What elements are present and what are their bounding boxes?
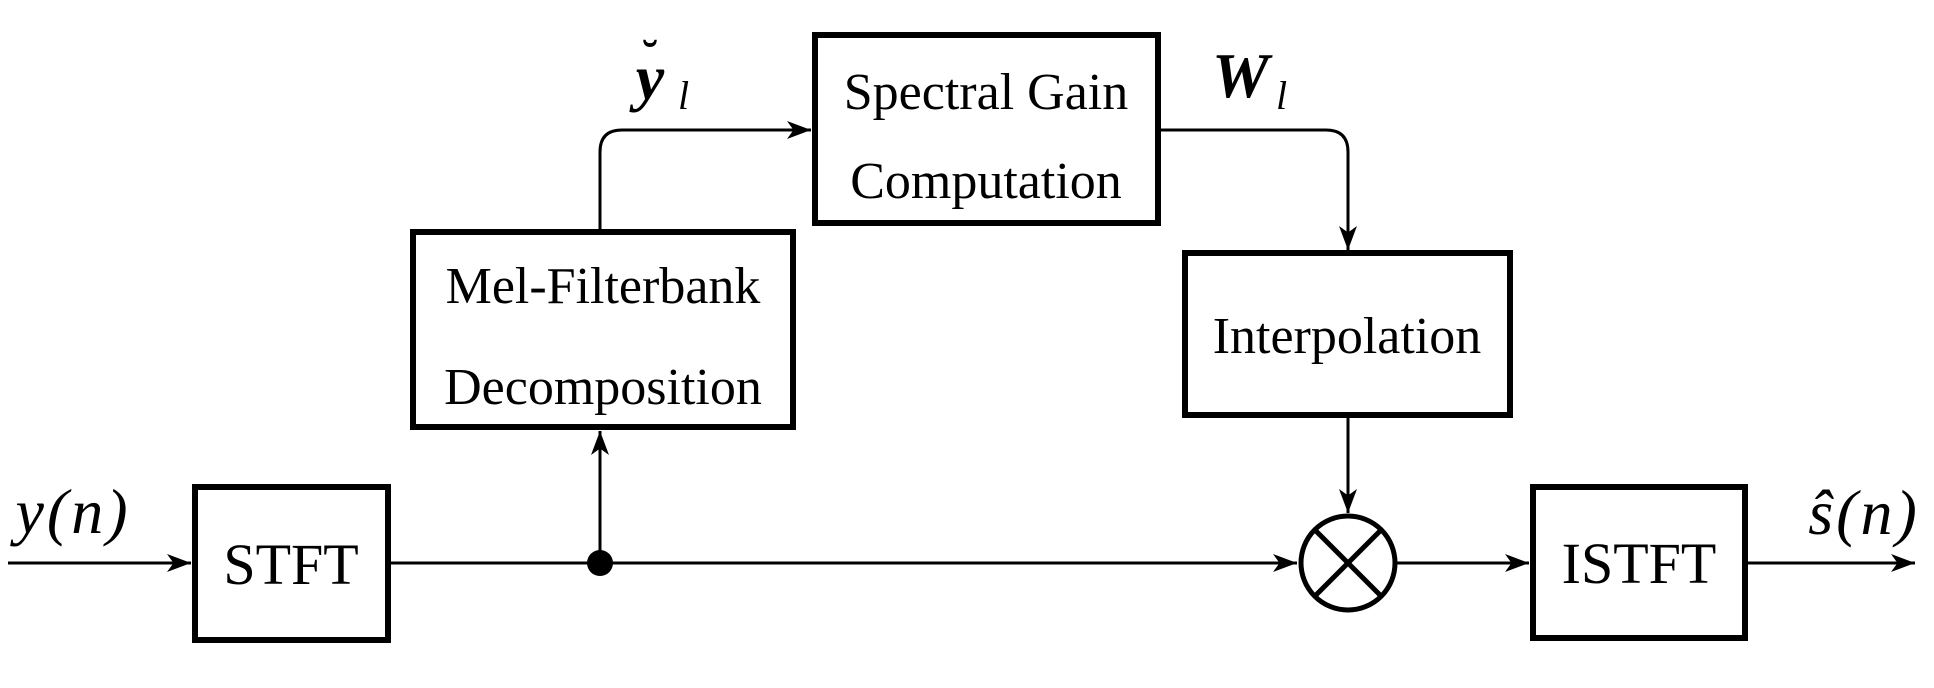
signal-label-output: ŝ(n): [1808, 477, 1920, 548]
svg-text:l: l: [1276, 73, 1287, 118]
multiplier-icon: [1298, 513, 1398, 613]
signal-label-gain-output: W l: [1212, 40, 1287, 118]
block-spectral-gain-computation: [812, 32, 1161, 226]
block-sgc-label-line2: Computation: [850, 153, 1122, 210]
block-istft: [1530, 484, 1748, 641]
svg-text:y: y: [629, 42, 665, 113]
block-interpolation: [1182, 250, 1513, 418]
block-stft: [192, 484, 391, 643]
block-mel-label-line1: Mel-Filterbank: [446, 258, 761, 315]
signal-label-mel-output: ˘ y l: [629, 31, 689, 118]
block-stft-label: STFT: [223, 532, 358, 597]
block-interpolation-label: Interpolation: [1213, 308, 1482, 365]
edge-spectral-gain-to-interpolation: [1158, 128, 1357, 250]
block-mel-label-line2: Decomposition: [444, 359, 762, 416]
signal-label-input: y(n): [9, 476, 130, 547]
svg-text:W: W: [1212, 40, 1273, 111]
block-istft-label: ISTFT: [1562, 531, 1717, 596]
junction-dot-icon: [587, 550, 613, 576]
block-mel-filterbank-decomposition: [410, 229, 796, 430]
svg-text:l: l: [678, 73, 689, 118]
edge-mel-to-spectral-gain: [598, 121, 811, 232]
block-sgc-label-line1: Spectral Gain: [844, 64, 1128, 121]
svg-text:˘: ˘: [642, 31, 657, 82]
